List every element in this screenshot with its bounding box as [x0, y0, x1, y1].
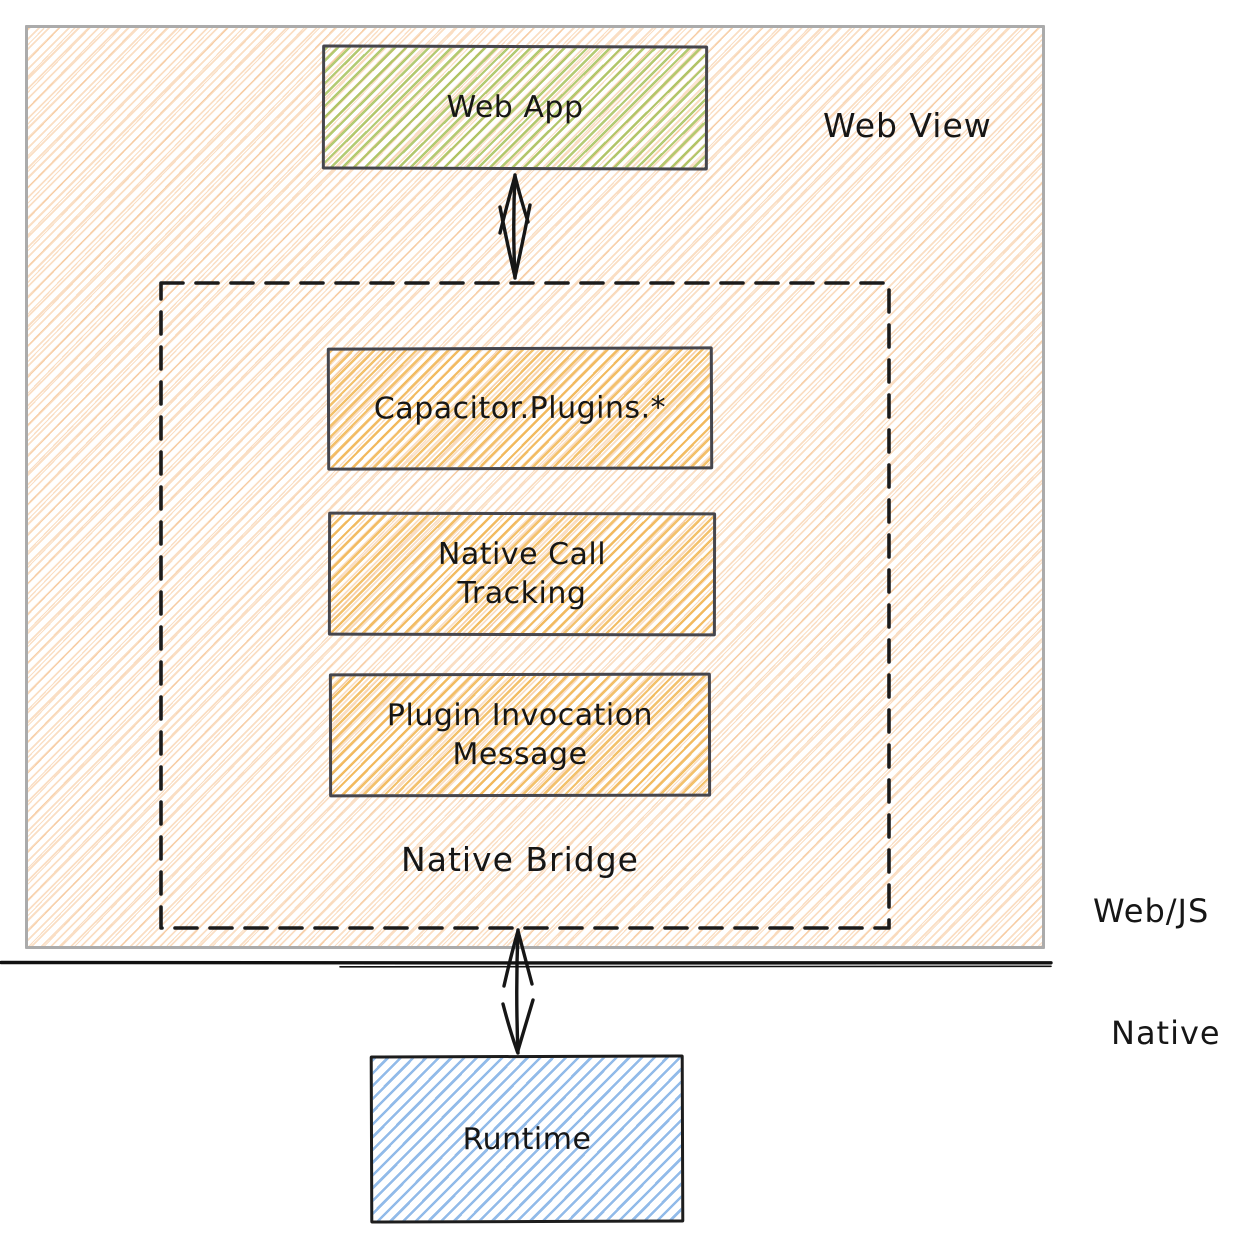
- node-web-app-label: Web App: [446, 89, 584, 126]
- web-js-layer-label: Web/JS: [1093, 892, 1210, 930]
- node-plugin-invocation-message-label: Plugin Invocation Message: [386, 697, 654, 773]
- node-runtime-label: Runtime: [462, 1121, 592, 1157]
- layer-separator-line: [1, 962, 1051, 967]
- node-plugin-invocation-message: Plugin Invocation Message: [328, 672, 712, 798]
- node-runtime: Runtime: [369, 1054, 685, 1224]
- node-web-app: Web App: [321, 44, 709, 171]
- node-capacitor-plugins-label: Capacitor.Plugins.*: [373, 390, 667, 427]
- web-view-label: Web View: [823, 106, 992, 145]
- native-bridge-label: Native Bridge: [401, 840, 639, 879]
- node-capacitor-plugins: Capacitor.Plugins.*: [326, 346, 714, 471]
- node-native-call-tracking: Native Call Tracking: [327, 511, 717, 637]
- native-layer-label: Native: [1111, 1014, 1221, 1052]
- node-native-call-tracking-label: Native Call Tracking: [437, 536, 607, 612]
